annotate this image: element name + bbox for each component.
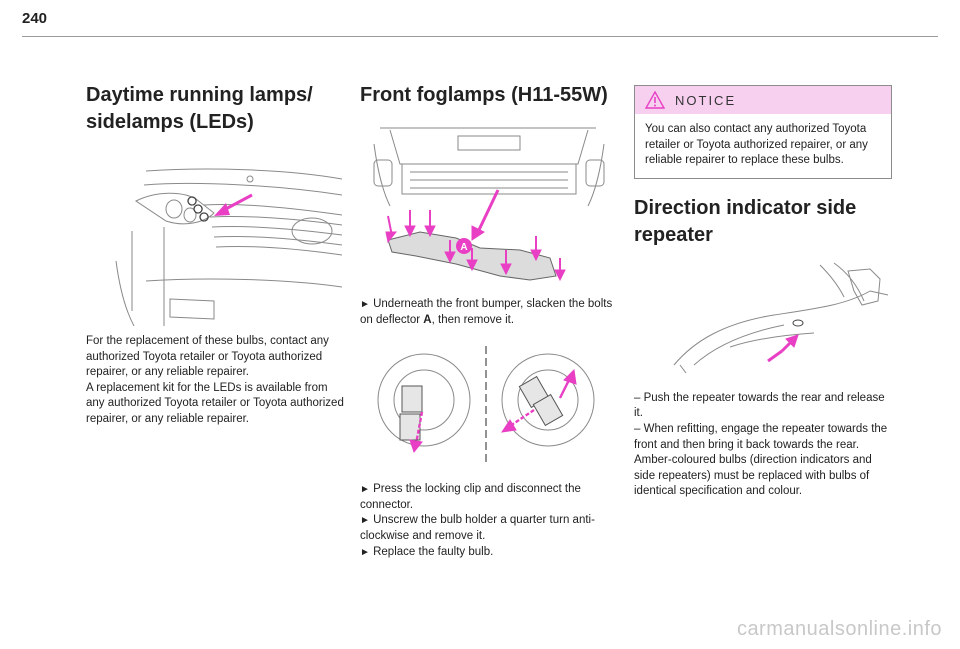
column-side-repeater: NOTICE You can also contact any authoriz…	[634, 85, 892, 500]
foglamp-bulb-removal-illustration	[377, 346, 595, 467]
side-repeater-step-2: – When refitting, engage the repeater to…	[634, 422, 888, 451]
pointer-arrow	[214, 193, 253, 216]
deflector-label: A	[460, 242, 467, 253]
daytime-lamps-text: For the replacement of these bulbs, cont…	[86, 335, 344, 425]
page-number: 240	[22, 10, 48, 27]
daytime-lamp-illustration	[115, 168, 343, 326]
notice-header: NOTICE	[635, 86, 891, 114]
side-repeater-illustration	[673, 262, 889, 373]
foglamp-step-3: ► Unscrew the bulb holder a quarter turn…	[360, 514, 595, 542]
side-repeater-note: Amber-coloured bulbs (direction indicato…	[634, 454, 872, 498]
watermark: carmanualsonline.info	[736, 618, 942, 640]
foglamp-step-2: ► Press the locking clip and disconnect …	[360, 483, 581, 511]
warning-triangle-icon	[645, 91, 665, 109]
section-title-side-repeater: Direction indicator side repeater	[634, 196, 857, 246]
section-title-daytime-lamps: Daytime running lamps/ sidelamps (LEDs)	[86, 84, 313, 133]
notice-title: NOTICE	[675, 92, 737, 108]
side-repeater-step-1: – Push the repeater towards the rear and…	[634, 391, 885, 420]
side-repeater-text: – Push the repeater towards the rear and…	[634, 391, 892, 500]
column-front-foglamps: Front foglamps (H11-55W)	[360, 82, 618, 560]
section-title-front-foglamps: Front foglamps (H11-55W)	[360, 84, 608, 106]
foglamp-steps: ► Press the locking clip and disconnect …	[360, 482, 618, 560]
header-divider	[22, 36, 938, 37]
foglamp-step-1: ► Underneath the front bumper, slacken t…	[360, 298, 613, 326]
notice-box: NOTICE You can also contact any authoriz…	[634, 85, 892, 179]
foglamp-step-4: ► Replace the faulty bulb.	[360, 545, 494, 558]
foglamp-deflector-illustration: A	[373, 127, 605, 282]
notice-text: You can also contact any authorized Toyo…	[645, 123, 868, 167]
column-daytime-lamps: Daytime running lamps/ sidelamps (LEDs)	[86, 82, 344, 428]
